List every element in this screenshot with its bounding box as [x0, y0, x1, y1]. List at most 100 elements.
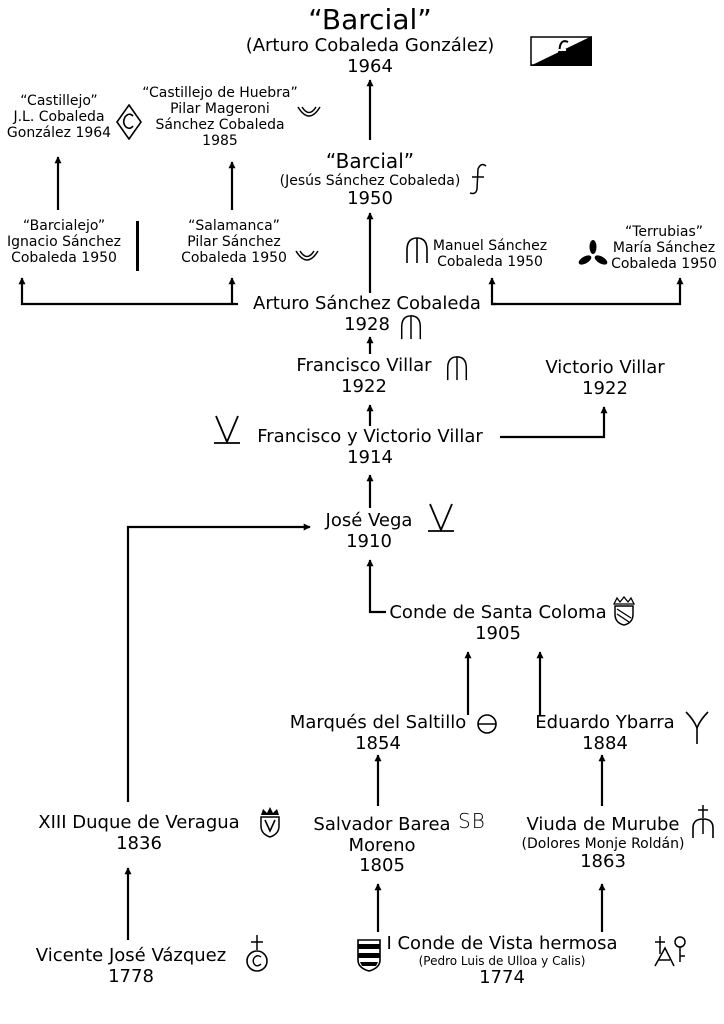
node-name: “Barcial”	[308, 3, 432, 36]
node-viuda-de-murube: Viuda de Murube (Dolores Monje Roldán) 1…	[510, 814, 696, 872]
node-year: 1884	[582, 732, 628, 754]
node-name: Arturo Sánchez Cobaleda	[253, 293, 481, 314]
striped-shield-brand-icon	[357, 939, 381, 972]
node-name: Vicente José Vázquez	[35, 945, 227, 966]
node-line: González 1964	[6, 125, 112, 142]
node-line: Cobaleda 1950	[181, 250, 287, 267]
node-francisco-villar: Francisco Villar 1922	[284, 355, 444, 397]
node-line: “Castillejo de Huebra”	[142, 85, 298, 101]
arch-brand-icon	[406, 237, 428, 263]
node-year: 1950	[347, 188, 393, 210]
node-year: 1805	[359, 855, 405, 877]
node-year: 1928	[344, 313, 390, 335]
node-francisco-y-victorio-villar: Francisco y Victorio Villar 1914	[240, 426, 500, 468]
node-line: “Barcialejo”	[22, 218, 106, 234]
node-year: 1905	[475, 622, 521, 644]
node-year: 1854	[355, 732, 401, 754]
node-castillejo: “Castillejo” J.L. Cobaleda González 1964	[4, 93, 114, 141]
arch-brand-icon	[446, 356, 468, 381]
node-subtitle: (Jesús Sánchez Cobaleda)	[279, 173, 461, 189]
node-subtitle: (Arturo Cobaleda González)	[245, 35, 495, 57]
node-year: 1863	[580, 850, 626, 872]
double-arc-brand-icon	[295, 250, 319, 261]
node-year: 1964	[347, 55, 393, 77]
sb-brand-icon: SB	[458, 809, 486, 833]
node-line: “Terrubias”	[624, 224, 704, 240]
f-hook-brand-icon	[469, 163, 487, 195]
node-eduardo-ybarra: Eduardo Ybarra 1884	[526, 712, 684, 754]
node-line: María Sánchez	[612, 240, 716, 257]
flag-f-brand-icon	[530, 36, 592, 66]
crown-v-shield-brand-icon	[260, 807, 280, 838]
node-arturo-sanchez-cobaleda: Arturo Sánchez Cobaleda 1928	[238, 293, 496, 335]
node-year: 1922	[341, 375, 387, 397]
node-conde-de-vista-hermosa: I Conde de Vista hermosa (Pedro Luis de …	[386, 933, 618, 989]
node-name: Marqués del Saltillo	[289, 712, 467, 733]
node-jose-vega: José Vega 1910	[314, 510, 424, 552]
node-year: 1914	[347, 446, 393, 468]
node-name: Viuda de Murube	[526, 814, 680, 835]
node-line: “Salamanca”	[188, 218, 280, 234]
node-vicente-jose-vazquez: Vicente José Vázquez 1778	[24, 945, 238, 987]
node-salvador-barea-moreno: Salvador Barea Moreno 1805	[308, 814, 456, 877]
node-name: “Barcial”	[325, 149, 415, 173]
cross-key-brand-icon	[654, 936, 686, 967]
node-line: Cobaleda 1950	[437, 254, 543, 271]
node-line: Salvador Barea	[313, 814, 451, 835]
crown-shield-brand-icon	[612, 596, 636, 626]
node-name: Conde de Santa Coloma	[389, 602, 607, 623]
node-barcial-1964: “Barcial” (Arturo Cobaleda González) 196…	[220, 3, 520, 78]
node-duque-de-veragua: XIII Duque de Veragua 1836	[22, 812, 256, 854]
node-conde-de-santa-coloma: Conde de Santa Coloma 1905	[386, 602, 610, 644]
node-salamanca: “Salamanca” Pilar Sánchez Cobaleda 1950	[176, 218, 292, 266]
node-barcial-1950: “Barcial” (Jesús Sánchez Cobaleda) 1950	[272, 150, 468, 210]
y-brand-icon	[685, 711, 709, 744]
v-brand-icon	[428, 503, 454, 532]
node-manuel-sanchez: Manuel Sánchez Cobaleda 1950	[428, 238, 552, 270]
node-year: 1922	[582, 377, 628, 399]
node-terrubias: “Terrubias” María Sánchez Cobaleda 1950	[606, 224, 722, 272]
circle-bar-brand-icon	[477, 714, 497, 734]
node-line: Ignacio Sánchez	[7, 234, 121, 251]
node-line: Manuel Sánchez	[432, 238, 548, 254]
node-name: Victorio Villar	[545, 357, 665, 378]
node-barcialejo: “Barcialejo” Ignacio Sánchez Cobaleda 19…	[2, 218, 126, 266]
node-line: Cobaleda 1950	[11, 250, 117, 267]
node-year: 1910	[346, 530, 392, 552]
trefoil-brand-icon	[578, 240, 608, 265]
vertical-bar-brand-icon	[136, 221, 139, 271]
cross-arch-brand-icon	[692, 805, 714, 838]
node-subtitle: (Dolores Monje Roldán)	[521, 835, 685, 852]
node-line: Pilar Sánchez	[187, 234, 281, 251]
node-name: I Conde de Vista hermosa	[386, 933, 618, 954]
cross-circle-brand-icon	[246, 935, 268, 972]
node-victorio-villar: Victorio Villar 1922	[530, 357, 680, 399]
node-name: XIII Duque de Veragua	[38, 812, 240, 833]
node-year: 1836	[116, 832, 162, 854]
arrow-arturo-to-barcialejo	[18, 277, 238, 306]
node-name: Francisco Villar	[296, 355, 432, 376]
v-brand-icon	[214, 415, 240, 444]
arrow-fyv-to-victorio	[500, 406, 608, 439]
double-arc-brand-icon	[297, 106, 321, 117]
node-name: José Vega	[325, 510, 413, 531]
arrow-veragua-to-josevega	[126, 523, 311, 802]
node-year: 1778	[108, 965, 154, 987]
arch-brand-icon	[400, 315, 422, 340]
node-marques-del-saltillo: Marqués del Saltillo 1854	[282, 712, 474, 754]
diamond-c-brand-icon	[116, 104, 142, 140]
node-name: Francisco y Victorio Villar	[257, 426, 483, 447]
node-line: Cobaleda 1950	[611, 256, 717, 273]
arrow-santacoloma-to-josevega	[366, 559, 386, 614]
node-castillejo-de-huebra: “Castillejo de Huebra” Pilar Mageroni Sá…	[140, 85, 300, 149]
node-line: Sánchez Cobaleda	[155, 117, 285, 134]
node-subtitle: (Pedro Luis de Ulloa y Calis)	[418, 953, 586, 968]
node-line: Moreno	[348, 834, 416, 856]
node-line: Pilar Mageroni	[170, 101, 270, 118]
node-line: “Castillejo”	[20, 93, 98, 109]
arrow-arturo-to-terrubias	[492, 277, 684, 306]
node-year: 1774	[479, 967, 525, 989]
node-line: J.L. Cobaleda	[13, 109, 105, 126]
